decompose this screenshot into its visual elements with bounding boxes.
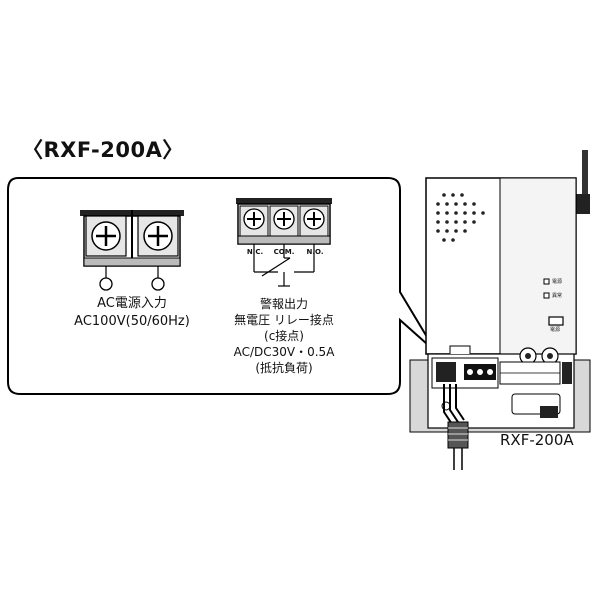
power-led (543, 278, 550, 285)
button-label-power: 電源 (550, 327, 561, 333)
led-label-power: 電源 (552, 279, 563, 285)
ac-input-spec: AC100V(50/60Hz) (74, 314, 190, 329)
terminal-label-nc: N.C. (246, 248, 264, 256)
alarm-output-load: (抵抗負荷) (255, 361, 313, 375)
alarm-output-contact: (c接点) (264, 329, 304, 343)
device-drawing (409, 150, 591, 470)
terminal-label-com: COM. (273, 248, 295, 256)
ac-terminal-block (80, 210, 184, 291)
power-button (548, 316, 564, 326)
alarm-output-rating: AC/DC30V・0.5A (233, 345, 335, 359)
device-model-label: RXF-200A (500, 431, 574, 449)
led-label-error: 異常 (552, 293, 563, 299)
alarm-output-label: 警報出力 (259, 297, 308, 311)
ac-input-label: AC電源入力 (97, 296, 167, 311)
diagram-title: 〈RXF-200A〉 (22, 138, 184, 162)
error-led (543, 292, 550, 299)
relay-terminal-block (236, 198, 332, 287)
alarm-output-type: 無電圧 リレー接点 (234, 313, 334, 327)
terminal-label-no: N.O. (306, 248, 324, 256)
